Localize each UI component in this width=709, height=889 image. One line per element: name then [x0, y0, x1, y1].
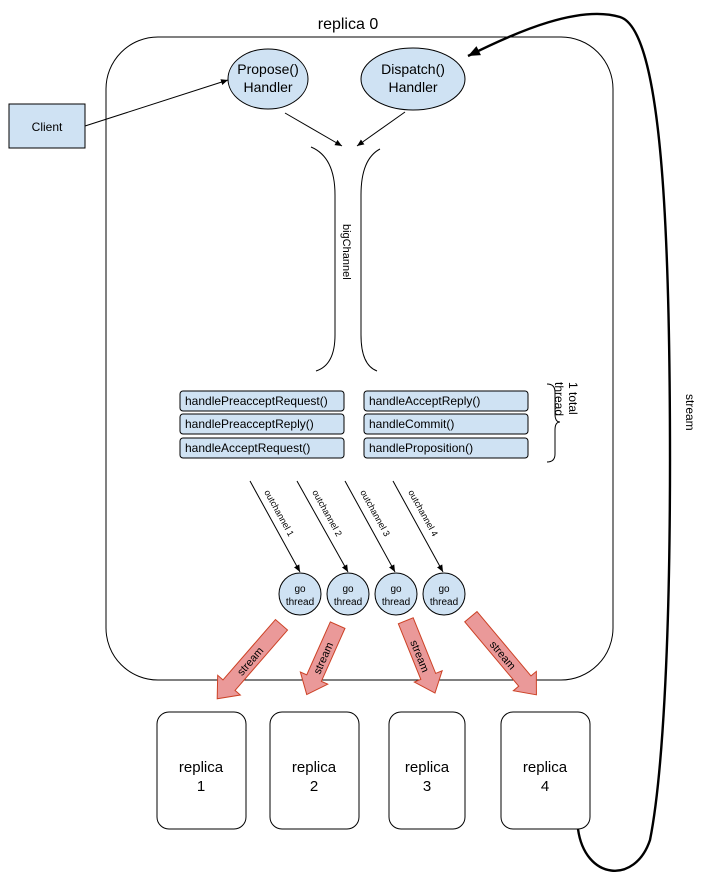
stream-arrow-3-shape [397, 617, 443, 694]
outchannel-label-3: outchannel 3 [358, 488, 392, 538]
outchannel-arrow-2 [296, 480, 349, 573]
stream-arrow-3: stream [397, 617, 443, 694]
go-thread-3-line2: thread [382, 597, 410, 608]
dispatch-handler-line1: Dispatch() [381, 61, 445, 77]
big-channel-right-wall [360, 148, 381, 372]
handler-label-preaccept-reply: handlePreacceptReply() [185, 417, 314, 431]
thread-note-line1: 1 total [566, 382, 580, 415]
handler-label-preaccept-request: handlePreacceptRequest() [185, 394, 328, 408]
dispatch-handler-line2: Handler [388, 79, 437, 95]
handler-box-preaccept-reply[interactable] [179, 413, 345, 435]
replica-1-line2: 1 [197, 778, 205, 795]
replica0-container [105, 36, 614, 681]
propose-handler-line1: Propose() [237, 61, 298, 77]
handler-box-proposition[interactable] [363, 437, 529, 459]
handlers-right-group: handleAcceptReply() handleCommit() handl… [363, 390, 529, 459]
replica-2[interactable]: replica 2 [269, 711, 360, 830]
handler-box-accept-request[interactable] [179, 437, 345, 459]
replica0-title: replica 0 [318, 16, 379, 33]
outer-stream-arrow [467, 12, 672, 872]
go-thread-circle-3 [374, 572, 418, 616]
thread-brace [546, 383, 561, 463]
stream-arrow-4: stream [464, 610, 537, 696]
handler-box-preaccept-request[interactable] [179, 390, 345, 412]
thread-note-line2: thread [552, 382, 566, 416]
go-thread-3-line1: go [390, 584, 402, 595]
stream-arrow-2-shape [299, 621, 346, 696]
handlers-left-group: handlePreacceptRequest() handlePreaccept… [179, 390, 345, 459]
handler-label-accept-request: handleAcceptRequest() [185, 441, 310, 455]
propose-to-channel-arrow [284, 112, 343, 147]
dispatch-handler[interactable] [360, 47, 466, 111]
stream-arrow-4-shape [464, 610, 537, 696]
outchannel-arrow-4 [392, 480, 444, 573]
go-thread-circle-4 [422, 572, 466, 616]
outchannel-arrow-3 [344, 480, 396, 573]
replica-3-line2: 3 [423, 778, 431, 795]
stream-arrow-1-shape [216, 618, 289, 700]
replica-4-line1: replica [523, 759, 568, 776]
client-to-propose-arrow [84, 79, 229, 127]
go-thread-4-line2: thread [430, 597, 458, 608]
client-box[interactable] [8, 103, 86, 149]
handler-label-accept-reply: handleAcceptReply() [369, 394, 480, 408]
stream-arrow-1: stream [216, 618, 289, 700]
go-thread-circle-1 [278, 572, 322, 616]
go-thread-circle-2 [326, 572, 370, 616]
client-label: Client [32, 120, 63, 134]
dispatch-to-channel-arrow [356, 111, 406, 147]
replica-2-line1: replica [292, 759, 337, 776]
go-thread-3[interactable]: go thread [374, 572, 418, 616]
propose-handler-line2: Handler [243, 79, 292, 95]
go-thread-1[interactable]: go thread [278, 572, 322, 616]
go-thread-1-line2: thread [286, 597, 314, 608]
replica-1-line1: replica [179, 759, 224, 776]
stream-arrow-2: stream [299, 621, 346, 696]
go-thread-2-line2: thread [334, 597, 362, 608]
propose-handler[interactable] [227, 48, 309, 110]
go-thread-4[interactable]: go thread [422, 572, 466, 616]
replica-2-box [269, 711, 360, 830]
replica-4[interactable]: replica 4 [500, 711, 591, 830]
replica-3-box [388, 711, 466, 830]
outer-stream-label: stream [683, 394, 697, 431]
go-thread-2[interactable]: go thread [326, 572, 370, 616]
handler-box-accept-reply[interactable] [363, 390, 529, 412]
replica-1[interactable]: replica 1 [156, 711, 247, 830]
handler-label-commit: handleCommit() [369, 417, 454, 431]
replica-2-line2: 2 [310, 778, 318, 795]
go-thread-4-line1: go [438, 584, 450, 595]
handler-label-proposition: handleProposition() [369, 441, 473, 455]
handler-box-commit[interactable] [363, 413, 529, 435]
big-channel-label: bigChannel [340, 224, 352, 280]
go-thread-1-line1: go [294, 584, 306, 595]
replica-1-box [156, 711, 247, 830]
replica-4-box [500, 711, 591, 830]
go-thread-2-line1: go [342, 584, 354, 595]
replica-3[interactable]: replica 3 [388, 711, 466, 830]
outchannel-arrow-1 [249, 480, 301, 573]
replica-3-line1: replica [405, 759, 450, 776]
big-channel-left-wall [310, 146, 336, 372]
replica-4-line2: 4 [541, 778, 549, 795]
outchannel-label-4: outchannel 4 [406, 488, 440, 538]
